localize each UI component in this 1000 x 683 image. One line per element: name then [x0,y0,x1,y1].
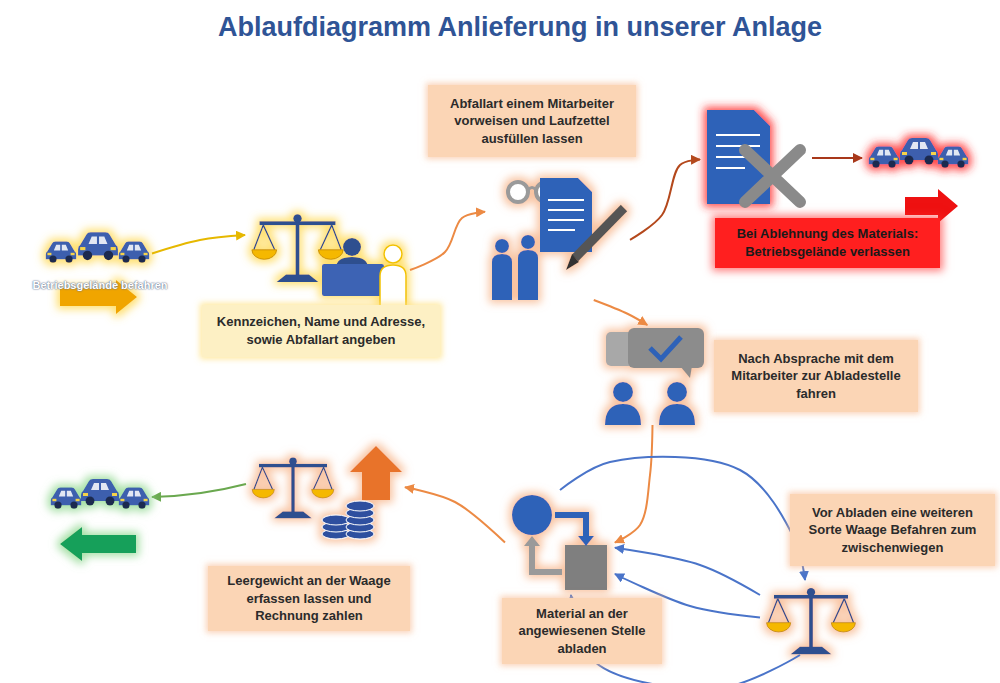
step-label-box: Vor Abladen eine weiteren Sorte Waage Be… [790,494,995,566]
step-label-box: Material an der angewiesenen Stelle abla… [502,598,662,664]
step-text: Vor Abladen eine weiteren Sorte Waage Be… [798,504,987,557]
flow-arrow [571,595,800,683]
intermediate-scale [767,588,856,654]
payment-icon [252,446,402,539]
step-label-box: Kennzeichen, Name und Adresse, sowie Abf… [202,305,440,357]
rejection-icon [707,110,968,223]
step-text: Material an der angewiesenen Stelle abla… [510,605,654,658]
unloading-icon [512,495,607,590]
step-text: Bei Ablehnung des Materials: Betriebsgel… [723,225,932,260]
step-label-box: Abfallart einem Mitarbeiter vorweisen un… [428,85,636,157]
step-text: Kennzeichen, Name und Adresse, sowie Abf… [210,313,432,348]
flow-arrow [405,487,505,542]
flow-arrow [410,212,485,270]
inspection-icon [492,178,624,300]
flow-arrow [630,160,700,240]
step-text: Leergewicht an der Waage erfassen lassen… [216,572,402,625]
flow-arrow [560,457,805,580]
step-text: Abfallart einem Mitarbeiter vorweisen un… [436,95,628,148]
reception-icon [252,214,406,306]
exit-cars [51,479,246,561]
agreement-icon [605,328,704,425]
step-text: Nach Absprache mit dem Mitarbeiter zur A… [722,350,910,403]
diagram-title: Ablaufdiagramm Anlieferung in unserer An… [120,12,920,43]
flow-arrow [152,235,245,254]
flow-arrow [615,548,760,595]
step-label-box: Bei Ablehnung des Materials: Betriebsgel… [715,218,940,268]
flow-arrow [594,300,648,325]
flow-arrow [615,574,760,618]
arriving-cars [46,232,149,314]
step-label-box: Nach Absprache mit dem Mitarbeiter zur A… [714,340,918,412]
step-label-box: Leergewicht an der Waage erfassen lassen… [208,566,410,631]
flow-arrow [615,425,653,543]
